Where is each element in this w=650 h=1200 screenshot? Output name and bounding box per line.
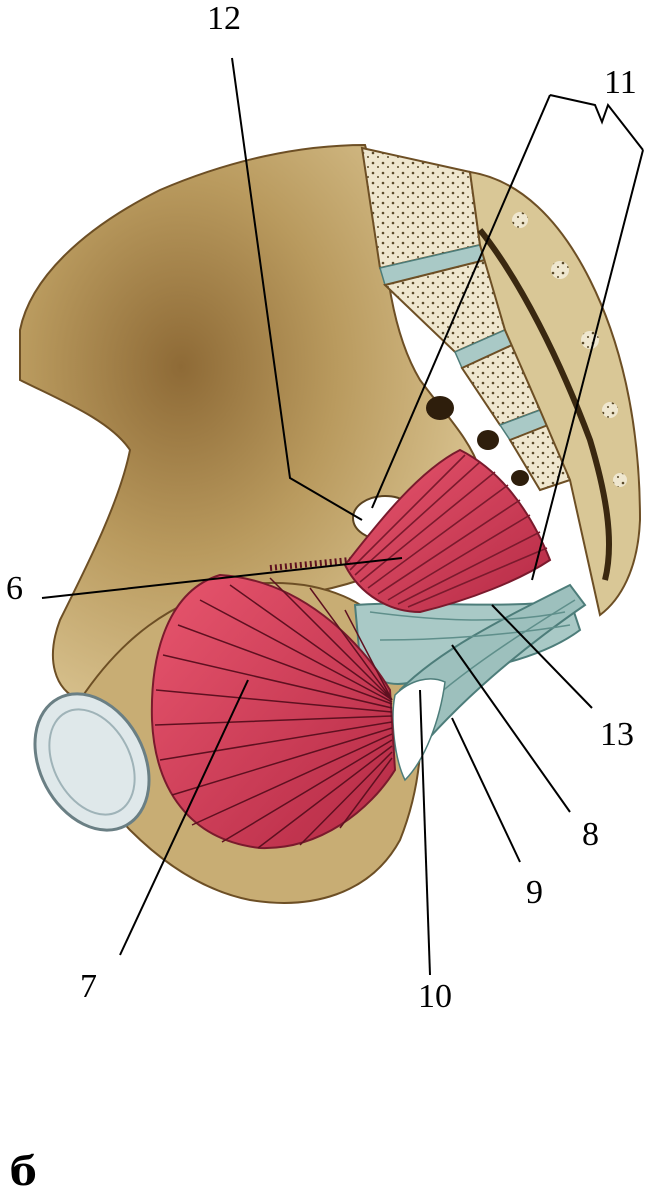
label-13: 13 bbox=[600, 716, 634, 753]
label-8: 8 bbox=[582, 816, 599, 853]
leader-lines bbox=[41, 57, 644, 976]
leader-8 bbox=[451, 644, 571, 813]
label-11: 11 bbox=[604, 64, 637, 101]
label-12: 12 bbox=[207, 0, 241, 37]
leader-13 bbox=[491, 604, 593, 709]
leader-11a bbox=[371, 94, 551, 509]
leader-12 bbox=[231, 57, 363, 521]
sacral-foramen-1 bbox=[426, 396, 454, 420]
panel-letter: б bbox=[10, 1148, 37, 1195]
piriformis-muscle bbox=[343, 448, 552, 614]
leader-11b bbox=[531, 149, 644, 581]
sacral-foramen-2 bbox=[477, 430, 499, 450]
femoral-cut-surface bbox=[33, 692, 151, 832]
label-6: 6 bbox=[6, 570, 23, 607]
leader-6 bbox=[41, 557, 403, 599]
leader-10 bbox=[419, 689, 431, 976]
sacral-foramen-3 bbox=[511, 470, 529, 486]
leader-9 bbox=[451, 717, 521, 863]
leader-7 bbox=[119, 679, 249, 956]
label-7: 7 bbox=[80, 968, 97, 1005]
lesser-sciatic-foramen bbox=[392, 678, 446, 782]
fan-muscle bbox=[150, 557, 397, 850]
leader-11-bracket bbox=[549, 94, 644, 151]
sacrum-vertebrae bbox=[360, 146, 642, 617]
label-10: 10 bbox=[418, 978, 452, 1015]
label-9: 9 bbox=[526, 874, 543, 911]
